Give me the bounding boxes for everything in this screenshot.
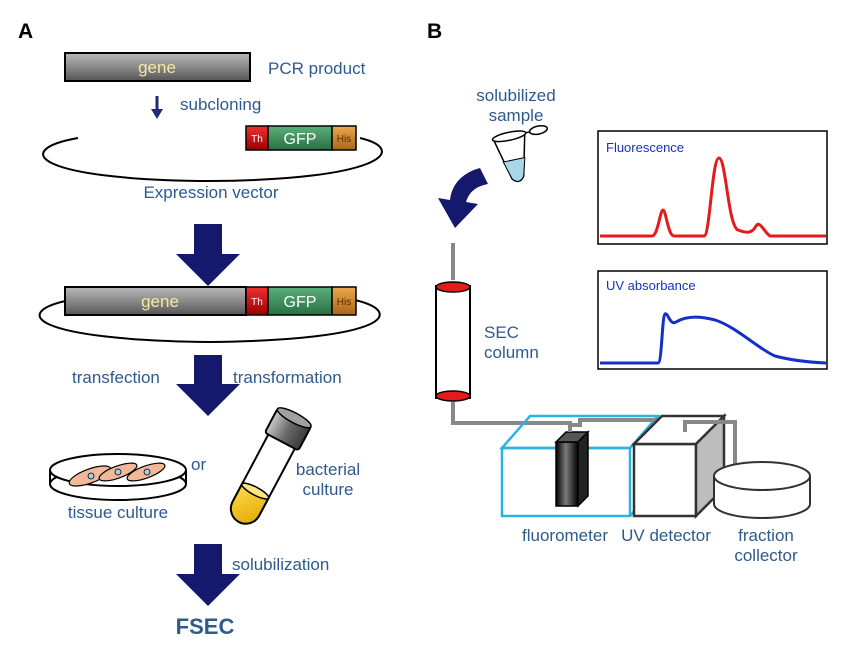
th-tag-label: Th	[251, 297, 263, 308]
fluorescence-chromatogram: Fluorescence	[597, 130, 828, 245]
microcentrifuge-tube-icon	[491, 124, 549, 183]
or-label: or	[191, 455, 206, 474]
curved-arrow-icon	[438, 168, 488, 228]
down-arrow-icon	[151, 96, 163, 119]
fsec-label: FSEC	[176, 614, 235, 639]
fluorescence-label: Fluorescence	[606, 140, 684, 155]
pcr-product-gene: gene	[64, 52, 251, 82]
panel-label-b: B	[427, 20, 442, 43]
pcr-product-label: PCR product	[268, 59, 366, 78]
uv-absorbance-chromatogram: UV absorbance	[597, 270, 828, 370]
fraction-collector	[713, 461, 811, 519]
his-tag-label: His	[337, 134, 351, 145]
fluorometer-label: fluorometer	[522, 526, 608, 545]
gene-label: gene	[141, 292, 179, 311]
uv-absorbance-label: UV absorbance	[606, 278, 696, 293]
bacterial-culture-label-line1: bacterial	[296, 460, 360, 479]
bacterial-culture-label-line2: culture	[302, 480, 353, 499]
petri-dish-icon	[49, 453, 187, 501]
solubilized-sample-label-line2: sample	[489, 106, 544, 125]
his-tag-label: His	[337, 297, 351, 308]
sec-column-label-line1: SEC	[484, 323, 519, 342]
sec-column-label-line2: column	[484, 343, 539, 362]
transformation-label: transformation	[233, 368, 342, 387]
down-arrow-icon	[176, 355, 240, 416]
solubilization-label: solubilization	[232, 555, 329, 574]
down-arrow-icon	[176, 224, 240, 286]
recombinant-vector-plasmid: gene Th GFP His	[38, 286, 381, 344]
fraction-collector-label-line1: fraction	[738, 526, 794, 545]
gfp-tag-label: GFP	[284, 294, 317, 311]
cuvette-icon	[554, 430, 590, 508]
panel-label-a: A	[18, 20, 33, 43]
subcloning-label: subcloning	[180, 95, 261, 114]
th-tag-label: Th	[251, 134, 263, 145]
expression-vector-label: Expression vector	[143, 183, 278, 202]
uv-detector-box	[630, 412, 728, 520]
down-arrow-icon	[176, 544, 240, 606]
gfp-tag-label: GFP	[284, 131, 317, 148]
expression-vector-plasmid: Th GFP His	[42, 125, 383, 183]
solubilized-sample-label-line1: solubilized	[476, 86, 555, 105]
fraction-collector-label-line2: collector	[734, 546, 798, 565]
tissue-culture-label: tissue culture	[68, 503, 168, 522]
uv-detector-label: UV detector	[621, 526, 711, 545]
gene-label: gene	[138, 58, 176, 77]
transfection-label: transfection	[72, 368, 160, 387]
culture-tube-icon	[229, 407, 312, 525]
